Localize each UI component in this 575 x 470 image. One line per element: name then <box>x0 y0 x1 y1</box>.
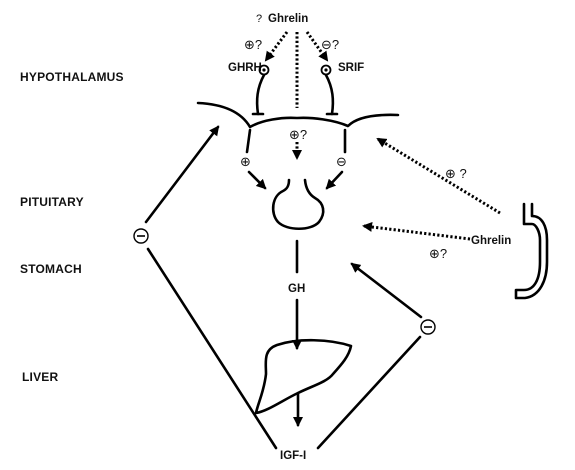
srif-neuron-inner <box>324 68 328 72</box>
ghrh-to-pituitary-arrow <box>247 170 267 190</box>
stomach-ghrelin-to-pituitary-arrow <box>362 222 471 241</box>
stomach-ghrelin-hypothalamus-effect: ⊕ ? <box>445 166 467 181</box>
liver <box>254 338 353 415</box>
igf1-feedback-pituitary-arrow <box>350 262 423 319</box>
region-hypothalamus: HYPOTHALAMUS <box>20 70 124 84</box>
srif-label: SRIF <box>338 62 364 74</box>
region-stomach: STOMACH <box>20 262 82 276</box>
pituitary-gland <box>271 178 325 231</box>
region-pituitary: PITUITARY <box>20 195 84 209</box>
stomach <box>514 202 549 300</box>
ghrh-pituitary-effect: ⊕ <box>240 154 251 169</box>
srif-pituitary-effect: ⊖ <box>336 154 347 169</box>
igf1-label: IGF-I <box>280 450 306 462</box>
region-liver: LIVER <box>22 370 58 384</box>
ghrelin-top-question: ? <box>256 13 262 25</box>
ghrelin-to-ghrh-arrow <box>264 31 289 62</box>
srif-to-pituitary-arrow <box>325 170 344 190</box>
ghrelin-to-srif-arrow <box>305 31 329 62</box>
stomach-ghrelin-pituitary-effect: ⊕? <box>429 246 447 261</box>
ghrh-portal-line <box>245 128 252 154</box>
ghrh-neuron-inner <box>262 68 266 72</box>
ghrelin-srif-effect: ⊖? <box>321 37 339 52</box>
gh-label: GH <box>288 283 305 295</box>
hypothalamus-outline <box>196 101 400 129</box>
ghrelin-top-label: Ghrelin <box>268 13 308 25</box>
ghrh-axon <box>255 73 266 116</box>
igf1-feedback-pituitary-line <box>316 335 422 450</box>
igf1-feedback-hypothalamus-arrow <box>144 125 220 224</box>
ghrh-label: GHRH <box>228 62 262 74</box>
srif-axon <box>324 73 335 116</box>
stomach-ghrelin-to-hypothalamus-arrow <box>376 137 501 215</box>
ghrelin-ghrh-effect: ⊕? <box>244 37 262 52</box>
ghrelin-pituitary-center-effect: ⊕? <box>289 127 307 142</box>
ghrelin-stomach-label: Ghrelin <box>471 235 511 247</box>
igf1-feedback-hypothalamus-line <box>146 247 278 450</box>
